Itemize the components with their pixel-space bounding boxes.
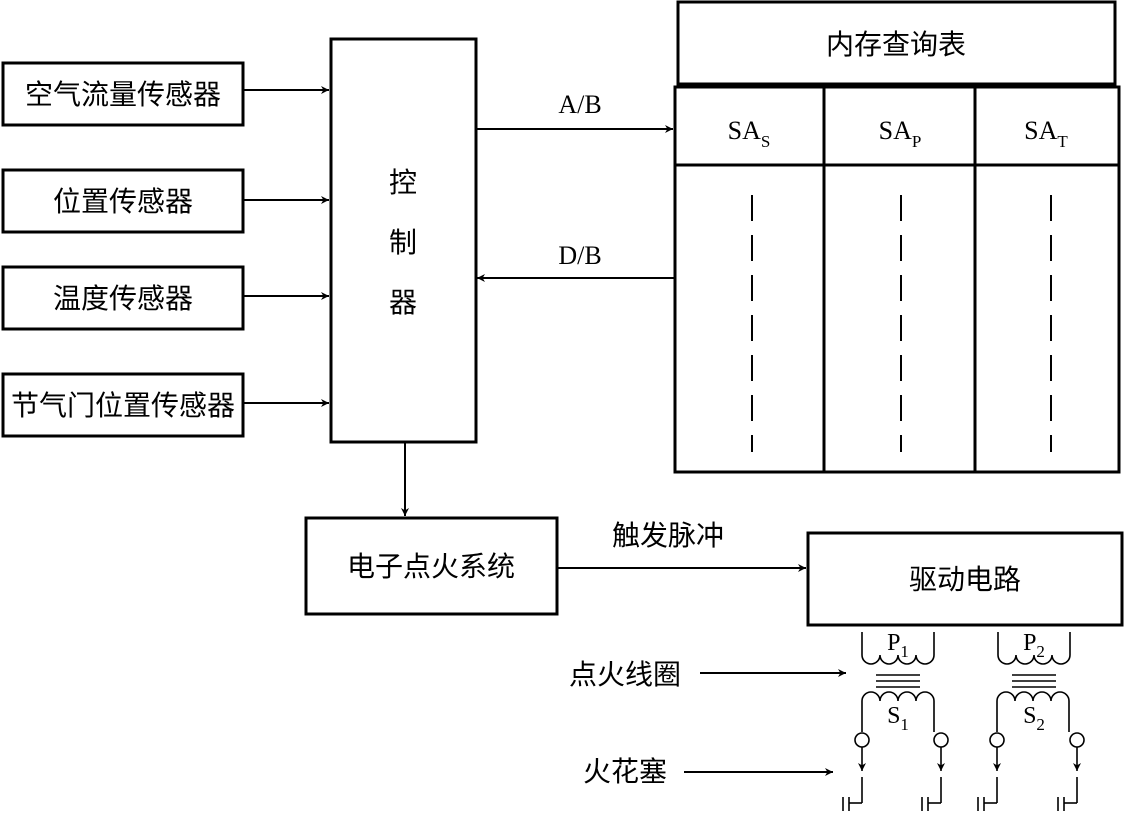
ignition-coil-label: 点火线圈 <box>569 658 681 691</box>
memory-table-column-sap: SAP <box>879 116 922 151</box>
trigger-pulse-label: 触发脉冲 <box>612 519 724 552</box>
spark-plug-2a <box>977 732 1005 811</box>
sensor-temperature-label: 温度传感器 <box>53 282 193 315</box>
memory-table-column-sat: SAT <box>1024 116 1068 151</box>
memory-table: 内存查询表 SAS SAP SAT <box>673 0 1121 474</box>
spark-plug-1b <box>921 732 949 811</box>
ignition-system-box: 电子点火系统 <box>304 516 559 616</box>
sensor-temperature: 温度传感器 <box>1 265 245 331</box>
sensor-position-label: 位置传感器 <box>53 185 193 218</box>
coil-1-secondary-label: S1 <box>887 703 909 734</box>
sensor-throttle-position: 节气门位置传感器 <box>1 372 245 438</box>
drive-circuit-label: 驱动电路 <box>909 563 1021 596</box>
sensor-air-flow: 空气流量传感器 <box>1 61 245 127</box>
controller-label-char-1: 控 <box>389 166 417 199</box>
ignition-system-label: 电子点火系统 <box>347 550 515 583</box>
sensor-position: 位置传感器 <box>1 168 245 234</box>
controller-label-char-3: 器 <box>389 286 417 319</box>
drive-circuit-box: 驱动电路 <box>806 531 1124 627</box>
coil-1-primary-label: P1 <box>887 630 909 661</box>
memory-table-column-sas: SAS <box>728 116 771 151</box>
coil-2-secondary-label: S2 <box>1023 703 1045 734</box>
controller-label-char-2: 制 <box>389 226 417 259</box>
spark-plug-1a <box>842 732 870 811</box>
memory-table-title: 内存查询表 <box>826 28 966 61</box>
spark-plug-label: 火花塞 <box>583 755 667 788</box>
spark-plug-2b <box>1057 732 1085 811</box>
coil-2-primary-label: P2 <box>1023 630 1045 661</box>
sensor-air-flow-label: 空气流量传感器 <box>25 78 221 111</box>
ignition-coil-1: P1 S1 <box>861 630 935 734</box>
ignition-coil-2: P2 S2 <box>996 630 1071 734</box>
address-bus-label: A/B <box>558 90 601 119</box>
sensor-throttle-position-label: 节气门位置传感器 <box>11 389 235 422</box>
controller-box: 控 制 器 <box>329 37 478 444</box>
data-bus-label: D/B <box>558 241 601 270</box>
